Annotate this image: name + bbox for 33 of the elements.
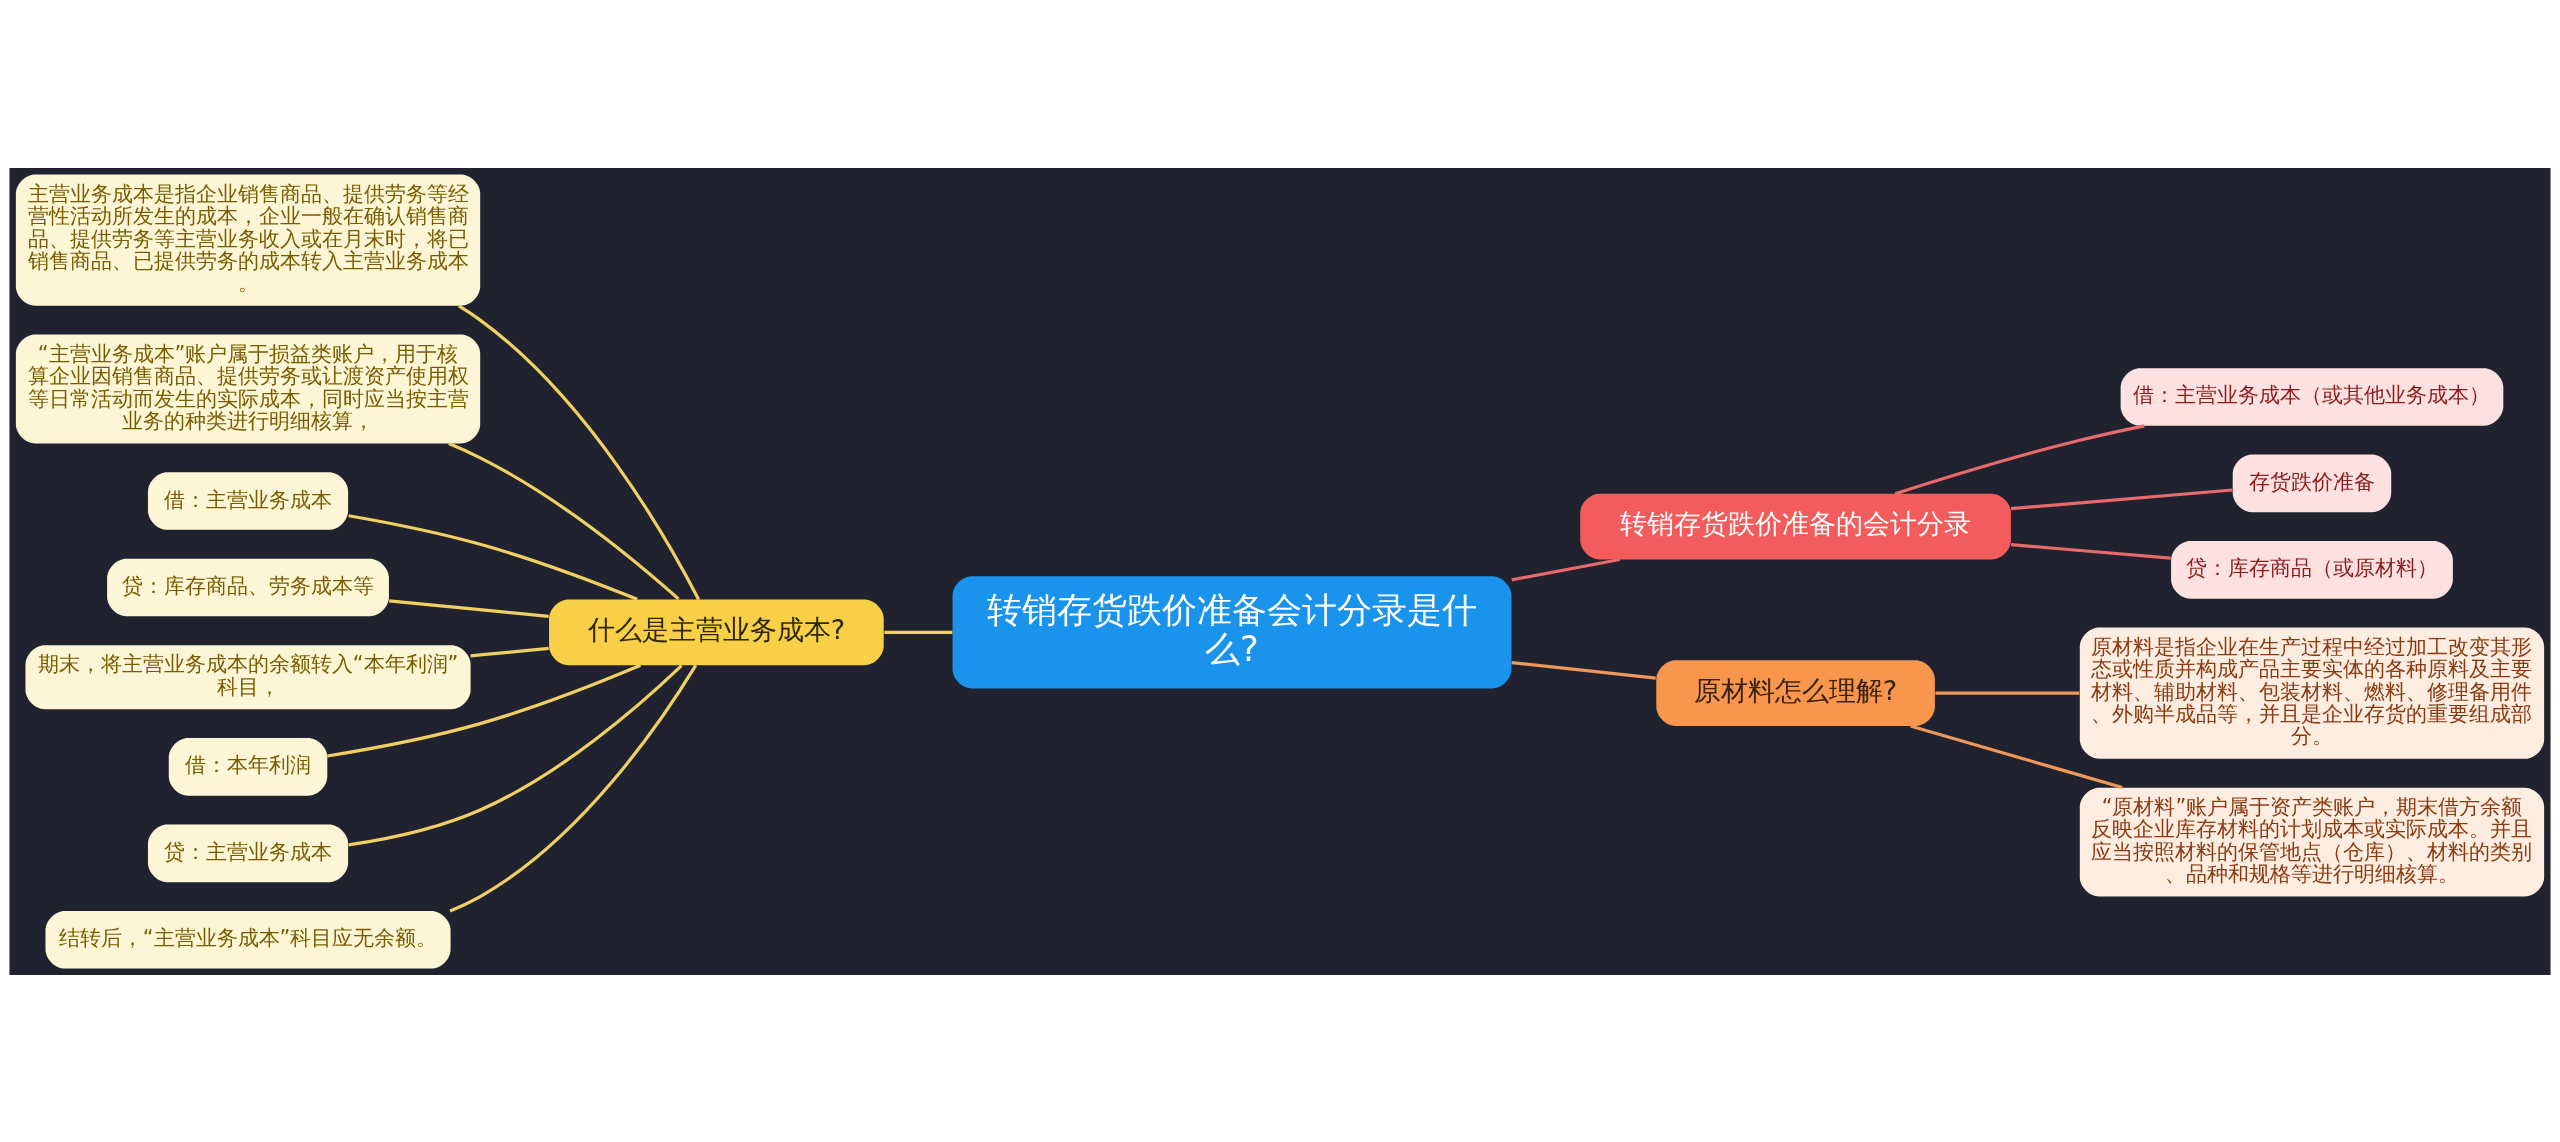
connector — [1511, 557, 1621, 581]
node-box: 贷：库存商品（或原材料） — [2171, 540, 2453, 599]
connector — [1910, 724, 2123, 789]
node-box: 原材料怎么理解? — [1656, 659, 1935, 726]
node-box: 转销存货跌价准备会计分录是什么? — [952, 575, 1512, 688]
node-box: 借：主营业务成本 — [147, 471, 349, 530]
node-box: 原材料是指企业在生产过程中经过加工改变其形态或性质并构成产品主要实体的各种原料及主要材料、辅助材料、包装材料、燃料、修理备用件、外购半成品等，并且是企业存货的重要组成部分。 — [2079, 627, 2545, 759]
connector — [1511, 660, 1656, 680]
node-box: 主营业务成本是指企业销售商品、提供劳务等经营性活动所发生的成本，企业一般在确认销售商品、提供劳务等主营业务收入或在月末时，将已销售商品、已提供劳务的成本转入主营业务成本。 — [15, 173, 481, 306]
connector — [1894, 423, 2145, 495]
connector — [2010, 487, 2233, 510]
connector — [457, 304, 701, 600]
node-box: 贷：主营业务成本 — [147, 824, 349, 882]
connector — [1935, 691, 2080, 695]
connector — [389, 598, 549, 618]
connector — [884, 630, 953, 634]
connector — [348, 513, 638, 601]
node-box: 贷：库存商品、劳务成本等 — [107, 558, 389, 616]
connector — [2010, 542, 2171, 560]
node-box: 借：主营业务成本（或其他业务成本） — [2120, 367, 2504, 426]
connector — [348, 664, 683, 847]
node-box: 转销存货跌价准备的会计分录 — [1580, 493, 2011, 559]
node-box: 借：本年利润 — [168, 737, 328, 796]
connector — [327, 663, 642, 758]
node-box: “原材料”账户属于资产类账户，期末借方余额反映企业库存材料的计划成本或实际成本。并且应当按照材料的保管地点（仓库）、材料的类别、品种和规格等进行明细核算。 — [2079, 787, 2545, 897]
connector — [448, 441, 680, 600]
node-box: “主营业务成本”账户属于损益类账户，用于核算企业因销售商品、提供劳务或让渡资产使用权等日常活动而发生的实际成本，同时应当按主营业务的种类进行明细核算， — [15, 334, 481, 443]
connector — [470, 646, 549, 657]
node-box: 结转后，“主营业务成本”科目应无余额。 — [45, 910, 451, 969]
node-box: 什么是主营业务成本? — [549, 599, 884, 665]
node-box: 期末，将主营业务成本的余额转入“本年利润”科目， — [25, 644, 471, 709]
node-box: 存货跌价准备 — [2232, 454, 2392, 512]
connector — [449, 664, 698, 912]
